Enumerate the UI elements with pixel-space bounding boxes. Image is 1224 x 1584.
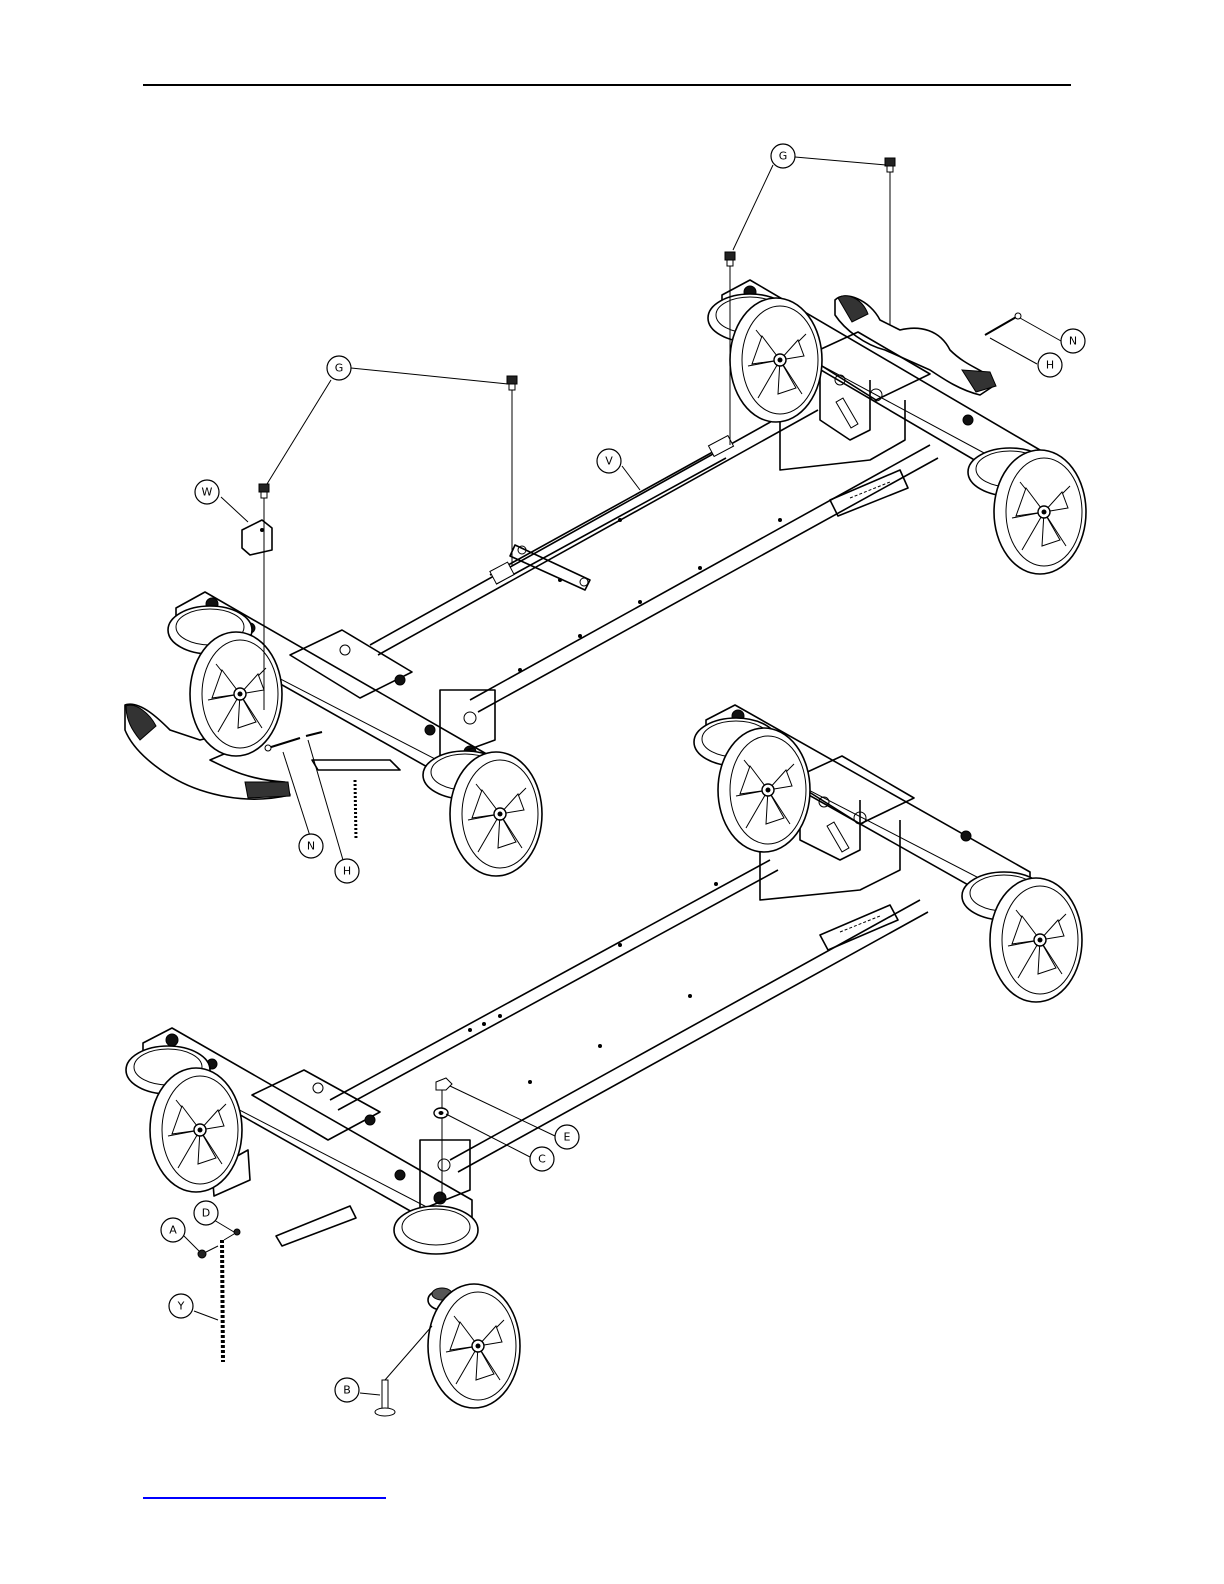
clip-h-upper-front [306, 732, 322, 736]
callout-leaders [184, 157, 1061, 1395]
callout-a: A [161, 1218, 185, 1242]
callout-label: B [343, 1384, 351, 1397]
upper-wheel-rear-right [968, 448, 1086, 574]
lower-side-rails [330, 860, 928, 1172]
callout-label: G [779, 150, 788, 163]
upper-frame-assembly [125, 158, 1086, 876]
upper-wheel-front-right [423, 751, 542, 876]
nut-e [436, 1078, 452, 1195]
callout-v: V [597, 449, 621, 473]
upper-wheel-front-left [168, 606, 282, 756]
callout-h-front: H [335, 859, 359, 883]
callout-n-rear: N [1061, 329, 1085, 353]
callout-e: E [555, 1125, 579, 1149]
callout-label: Y [177, 1300, 185, 1313]
pin-n-upper-front [265, 738, 300, 751]
lower-frame-assembly [126, 705, 1082, 1416]
callout-label: N [1069, 335, 1077, 348]
callout-label: A [169, 1224, 177, 1237]
bolt-b [375, 1326, 432, 1416]
bracket-w [242, 520, 272, 555]
callout-b: B [335, 1378, 359, 1402]
chain-y [222, 1240, 223, 1362]
callout-label: W [202, 486, 213, 499]
callout-label: V [605, 455, 613, 468]
lower-wheel-front-right-exploded [394, 1206, 520, 1408]
callout-label: E [564, 1131, 571, 1144]
lower-wheel-front-left [126, 1046, 242, 1192]
callout-label: H [1046, 359, 1054, 372]
callout-label: C [538, 1153, 546, 1166]
callout-label: N [307, 840, 315, 853]
callout-label: H [343, 865, 351, 878]
callout-c: C [530, 1147, 554, 1171]
pin-n-upper-rear [985, 313, 1021, 335]
callout-n-front: N [299, 834, 323, 858]
bolt-g-upper-front-1 [507, 376, 517, 565]
callout-w: W [195, 480, 219, 504]
callout-h-rear: H [1038, 353, 1062, 377]
callout-label: D [202, 1207, 210, 1220]
upper-side-rails [370, 400, 938, 712]
callout-y: Y [169, 1294, 193, 1318]
upper-wheel-rear-left [708, 294, 822, 422]
bolt-g-upper-rear-1 [885, 158, 895, 325]
washer-c [434, 1108, 448, 1118]
callout-label: G [335, 362, 344, 375]
callout-d: D [194, 1201, 218, 1225]
upper-lock-chain [355, 780, 356, 840]
callout-g-rear: G [771, 144, 795, 168]
screw-a [198, 1246, 218, 1258]
lower-wheel-rear-right [962, 872, 1082, 1002]
callout-g-front: G [327, 356, 351, 380]
